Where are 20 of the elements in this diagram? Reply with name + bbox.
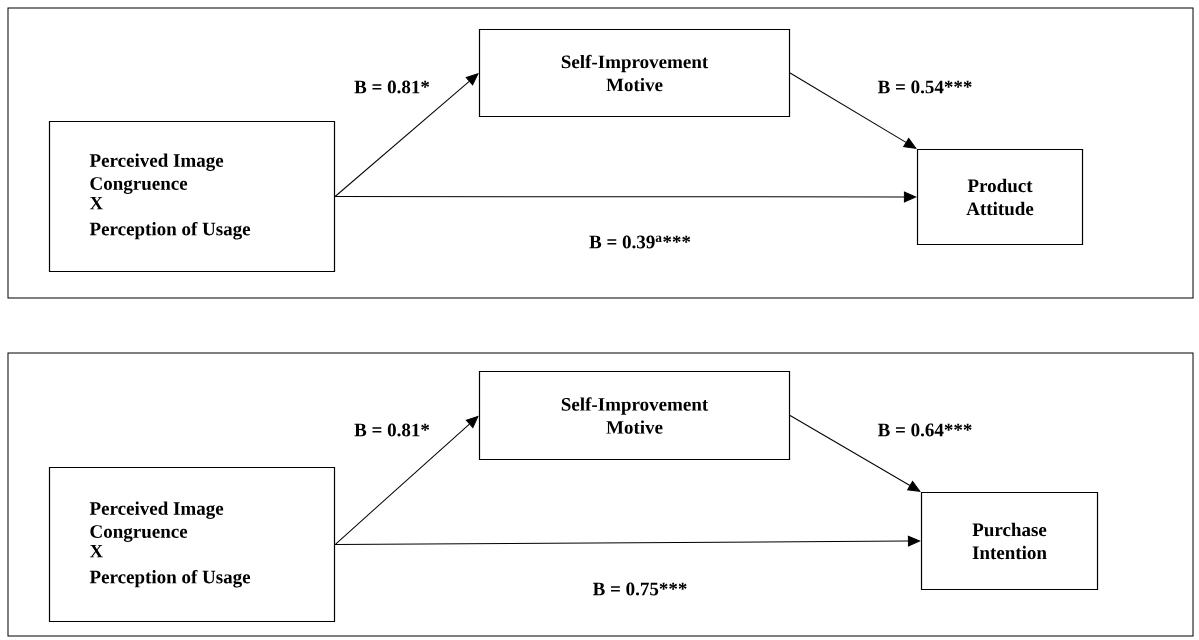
- arrow: [789, 415, 921, 492]
- edge-label: B = 0.39$^{a}$***: [588, 234, 692, 250]
- edge-label: B = 0.81*: [353, 79, 431, 95]
- arrow: [334, 415, 479, 545]
- edge-label: B = 0.54***: [876, 79, 974, 95]
- variable-box: Self-Improvement Motive: [478, 28, 791, 118]
- variable-box: Perceived Image Congruence X Perception of Usage: [48, 120, 336, 273]
- edge-label: B = 0.64***: [876, 422, 974, 438]
- panel-frame: [7, 7, 1194, 299]
- edge-label: B = 0.75***: [591, 581, 689, 597]
- edge-label: B = 0.81*: [353, 422, 431, 438]
- variable-box: Product Attitude: [916, 148, 1084, 246]
- variable-box: Perceived Image Congruence X Perception of Usage: [48, 466, 336, 623]
- panel-frame: [7, 352, 1194, 637]
- arrow: [334, 191, 917, 203]
- arrow: [334, 535, 921, 547]
- variable-box: Purchase Intention: [920, 491, 1099, 591]
- arrow: [789, 72, 917, 149]
- variable-box: Self-Improvement Motive: [478, 370, 791, 461]
- arrow: [334, 73, 479, 197]
